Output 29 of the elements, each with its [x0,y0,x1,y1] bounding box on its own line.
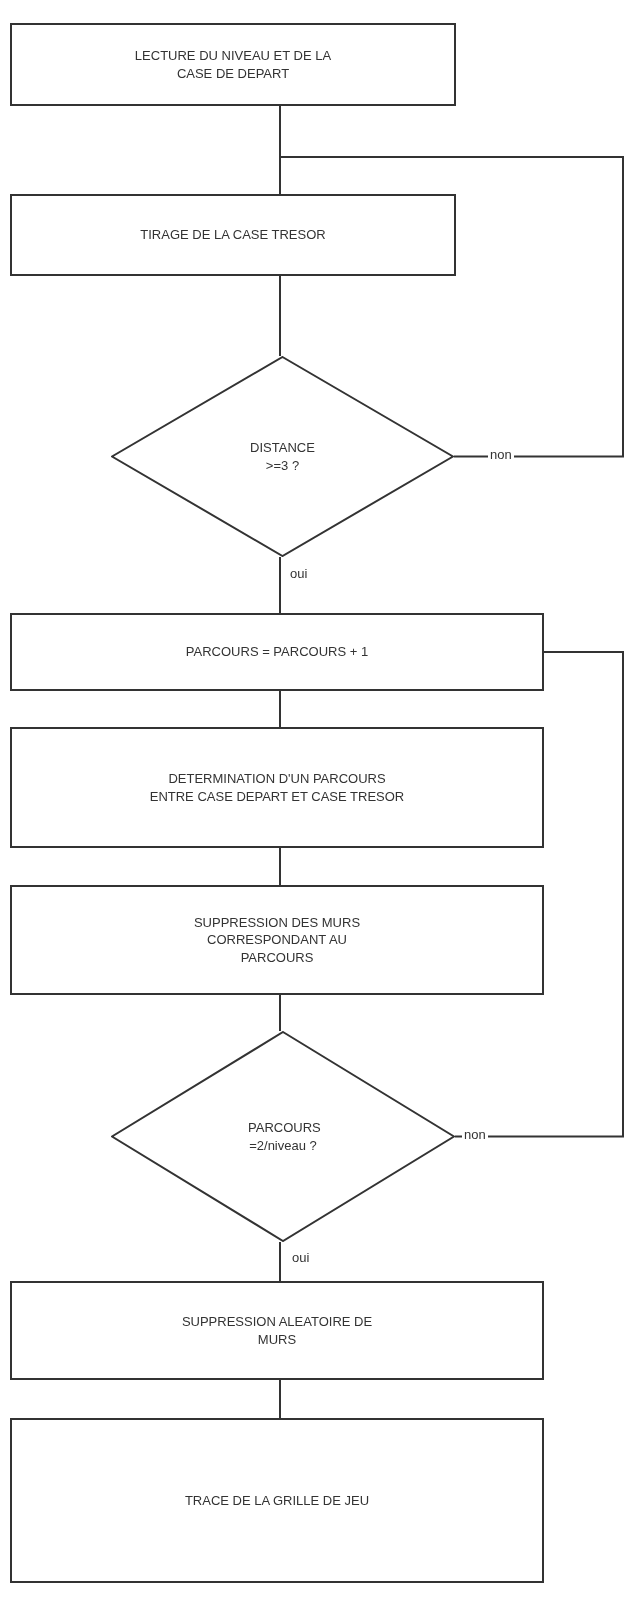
process-box [10,1418,544,1583]
process-box [10,23,456,106]
connector-line [454,651,624,1138]
connector-line [279,994,281,1032]
connector-line [279,847,281,886]
node-text: TIRAGE DE LA CASE TRESOR [139,226,327,244]
decision-diamond [111,356,454,557]
decision-diamond [111,1031,455,1242]
node-text: SUPPRESSION DES MURS CORRESPONDANT AU PARCOURS [192,913,362,967]
connector-line [279,275,281,357]
node-text: DISTANCE >=3 ? [249,438,316,475]
process-box [10,613,544,691]
connector-line [279,1379,281,1419]
node-text: PARCOURS = PARCOURS + 1 [184,643,370,661]
node-text: LECTURE DU NIVEAU ET DE LA CASE DE DEPART [133,46,333,83]
edge-label: oui [288,566,310,581]
node-text: PARCOURS =2/niveau ? [248,1118,318,1155]
connector-line [279,690,281,728]
connector-line [279,556,281,614]
connector-line [279,1241,281,1282]
process-box [10,885,544,995]
node-text: TRACE DE LA GRILLE DE JEU [183,1491,371,1510]
process-box [10,727,544,848]
process-box [10,1281,544,1380]
edge-label: oui [290,1250,312,1265]
connector-line [279,156,624,458]
node-text: DETERMINATION D'UN PARCOURS ENTRE CASE DEPART ET CASE TRESOR [148,769,406,806]
node-text: SUPPRESSION ALEATOIRE DE MURS [180,1312,374,1349]
process-box [10,194,456,276]
